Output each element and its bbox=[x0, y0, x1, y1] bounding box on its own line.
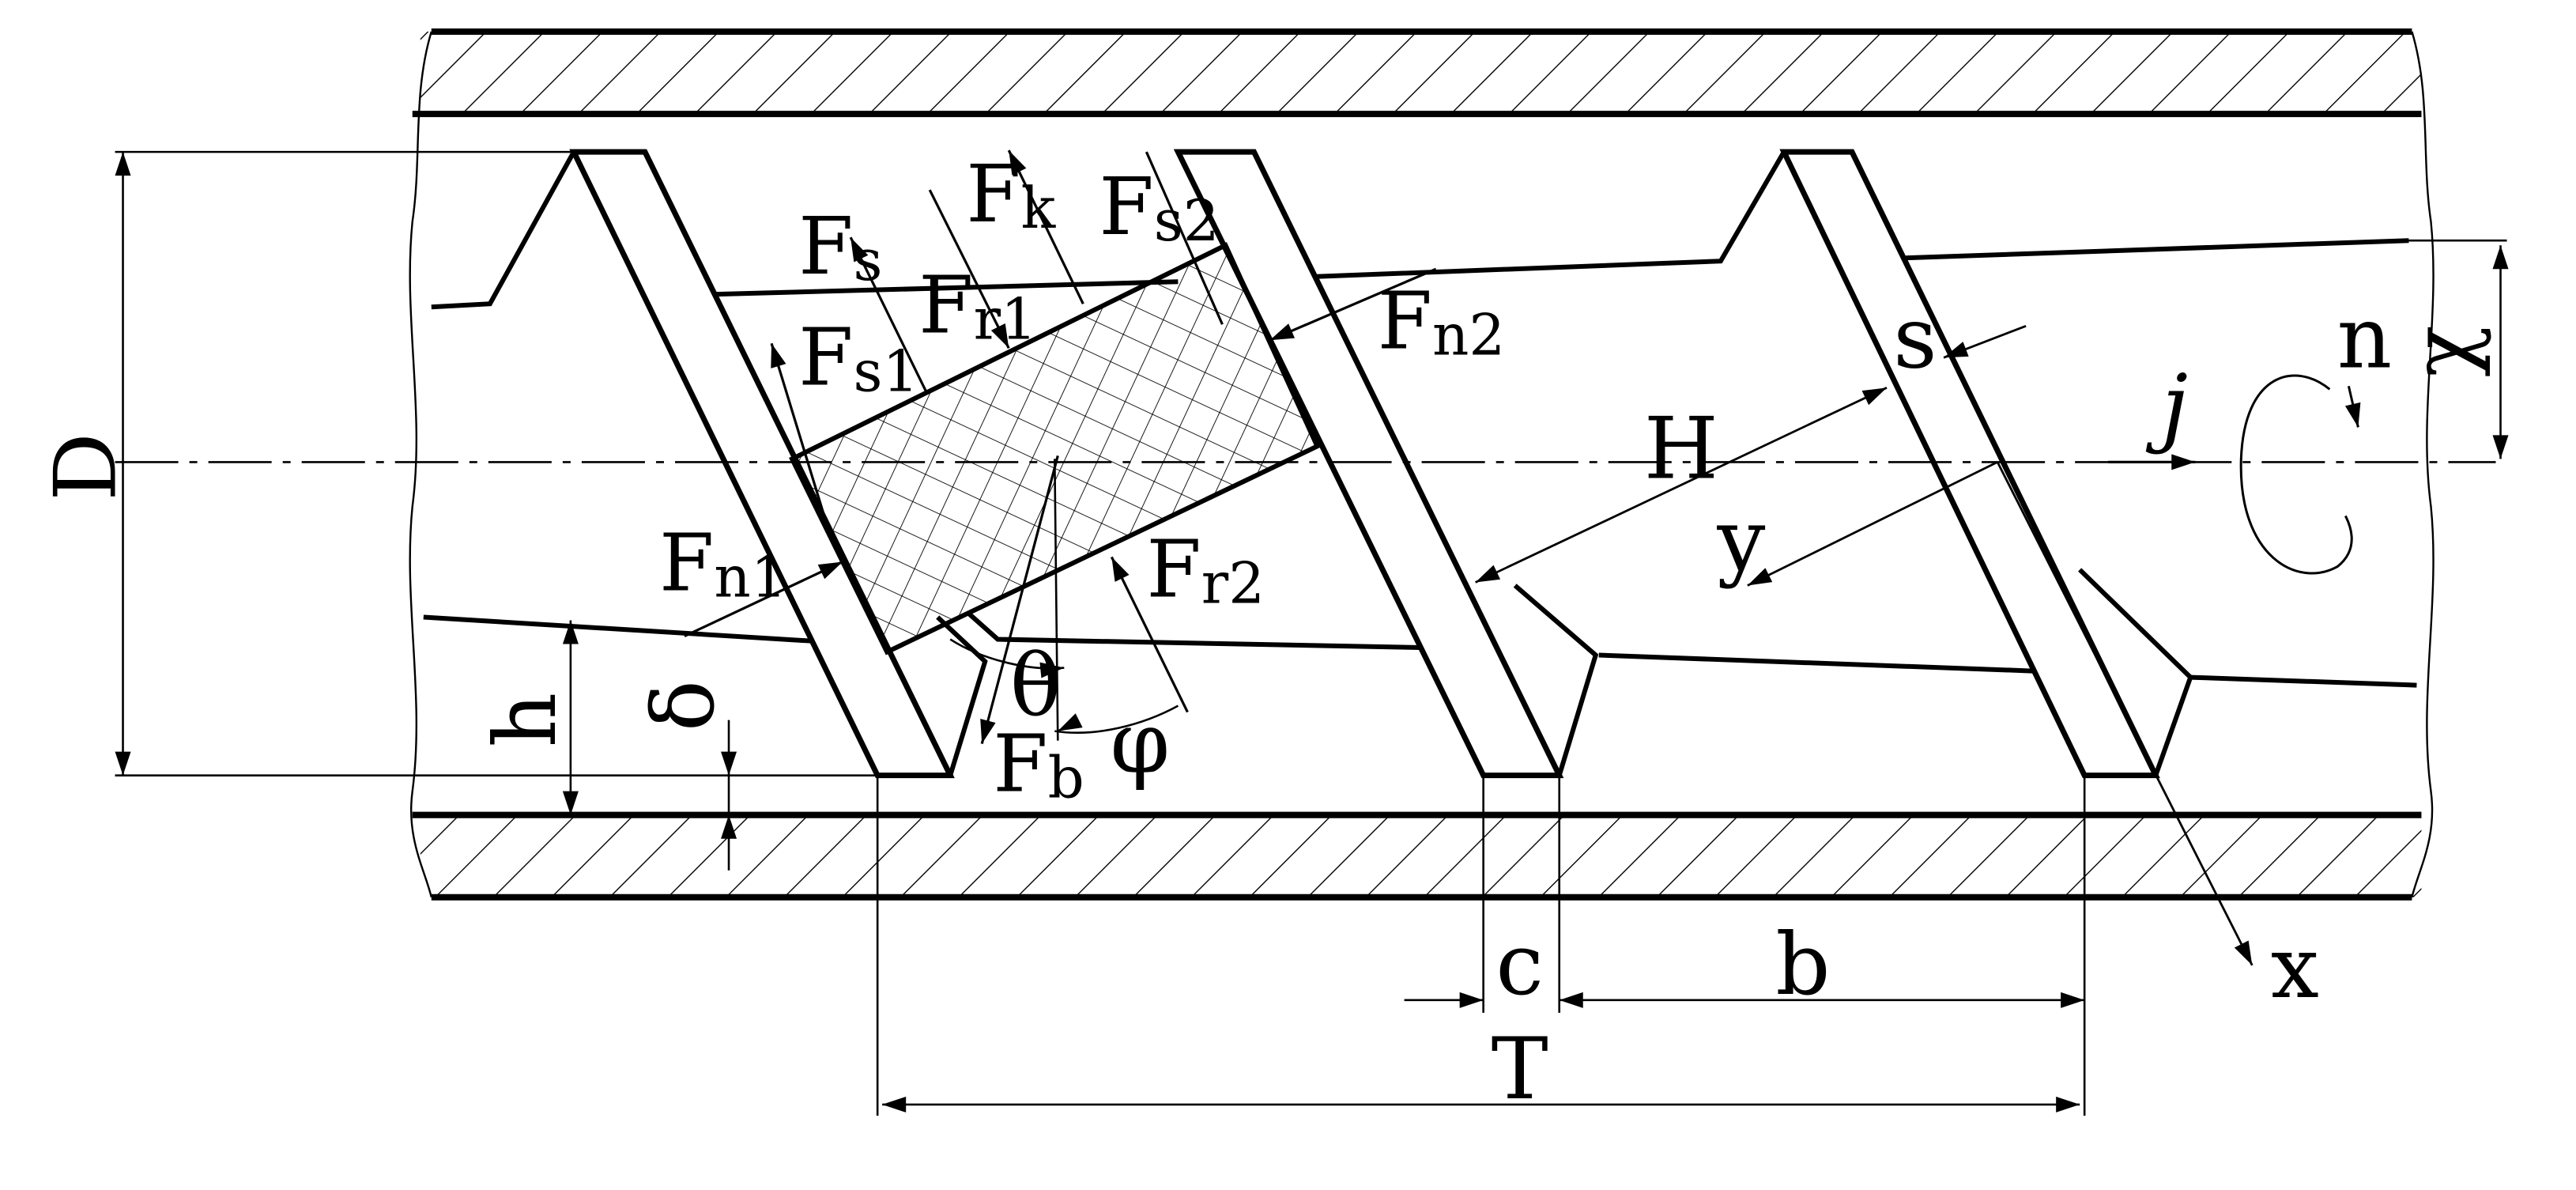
rotation-arrow-n bbox=[2239, 374, 2361, 575]
label-D: D bbox=[37, 433, 136, 501]
label-c: c bbox=[1495, 916, 1544, 1014]
label-j: j bbox=[2145, 357, 2188, 455]
label-b: b bbox=[1775, 916, 1830, 1014]
angle-arcs bbox=[949, 459, 1179, 741]
force-Fs1 bbox=[770, 342, 825, 515]
force-Fs2 bbox=[1145, 151, 1224, 325]
svg-text:Fr2: Fr2 bbox=[1146, 523, 1265, 617]
force-Fr1 bbox=[928, 189, 1010, 349]
force-Fn2 bbox=[1269, 267, 1437, 342]
material-element bbox=[789, 242, 1321, 655]
dimension-D bbox=[115, 150, 878, 776]
label-h: h bbox=[477, 693, 575, 748]
label-phi: φ bbox=[1111, 694, 1171, 793]
label-Fn2: Fn2 bbox=[1378, 274, 1506, 368]
local-axes bbox=[1475, 324, 2254, 966]
label-chi: χ bbox=[2393, 326, 2492, 377]
force-Fn1 bbox=[684, 561, 843, 637]
label-Fk: Fk bbox=[966, 148, 1056, 241]
force-Fb bbox=[980, 455, 1059, 745]
barrel-top-wall bbox=[412, 28, 2422, 118]
label-Fr1: Fr1 bbox=[918, 259, 1037, 352]
dimension-chi bbox=[2408, 239, 2509, 459]
svg-text:Fn1: Fn1 bbox=[659, 516, 787, 610]
svg-text:Fs: Fs bbox=[798, 200, 882, 293]
force-Fk bbox=[1007, 149, 1084, 304]
label-n: n bbox=[2337, 289, 2393, 387]
svg-text:Fb: Fb bbox=[993, 718, 1084, 811]
svg-text:Fr1: Fr1 bbox=[918, 259, 1037, 352]
label-Fs1: Fs1 bbox=[798, 311, 918, 404]
screw-flight-3 bbox=[1779, 149, 2160, 779]
svg-text:Fs1: Fs1 bbox=[798, 311, 918, 404]
screw-root-profile bbox=[423, 150, 2417, 688]
svg-text:Fn2: Fn2 bbox=[1378, 274, 1506, 368]
force-vectors bbox=[684, 149, 1437, 745]
svg-text:Fs2: Fs2 bbox=[1099, 161, 1219, 254]
label-Fr2: Fr2 bbox=[1146, 523, 1265, 617]
dimension-T-c-b bbox=[876, 775, 2086, 1116]
label-Fs2: Fs2 bbox=[1099, 161, 1219, 254]
label-Fb: Fb bbox=[993, 718, 1084, 811]
label-Fs: Fs bbox=[798, 200, 882, 293]
flight-chamfers bbox=[936, 568, 2193, 776]
barrel-bottom-wall bbox=[412, 811, 2422, 901]
label-y: y bbox=[1716, 491, 1765, 590]
label-s: s bbox=[1893, 289, 1937, 387]
label-T: T bbox=[1492, 1020, 1548, 1119]
force-Fr2 bbox=[1110, 556, 1189, 713]
label-x: x bbox=[2271, 919, 2319, 1018]
force-Fs bbox=[849, 236, 928, 394]
label-delta: δ bbox=[635, 680, 734, 731]
svg-text:Fk: Fk bbox=[966, 148, 1056, 241]
label-H: H bbox=[1644, 399, 1718, 498]
label-theta: θ bbox=[1010, 637, 1062, 736]
break-lines bbox=[409, 31, 2435, 898]
label-Fn1: Fn1 bbox=[659, 516, 787, 610]
